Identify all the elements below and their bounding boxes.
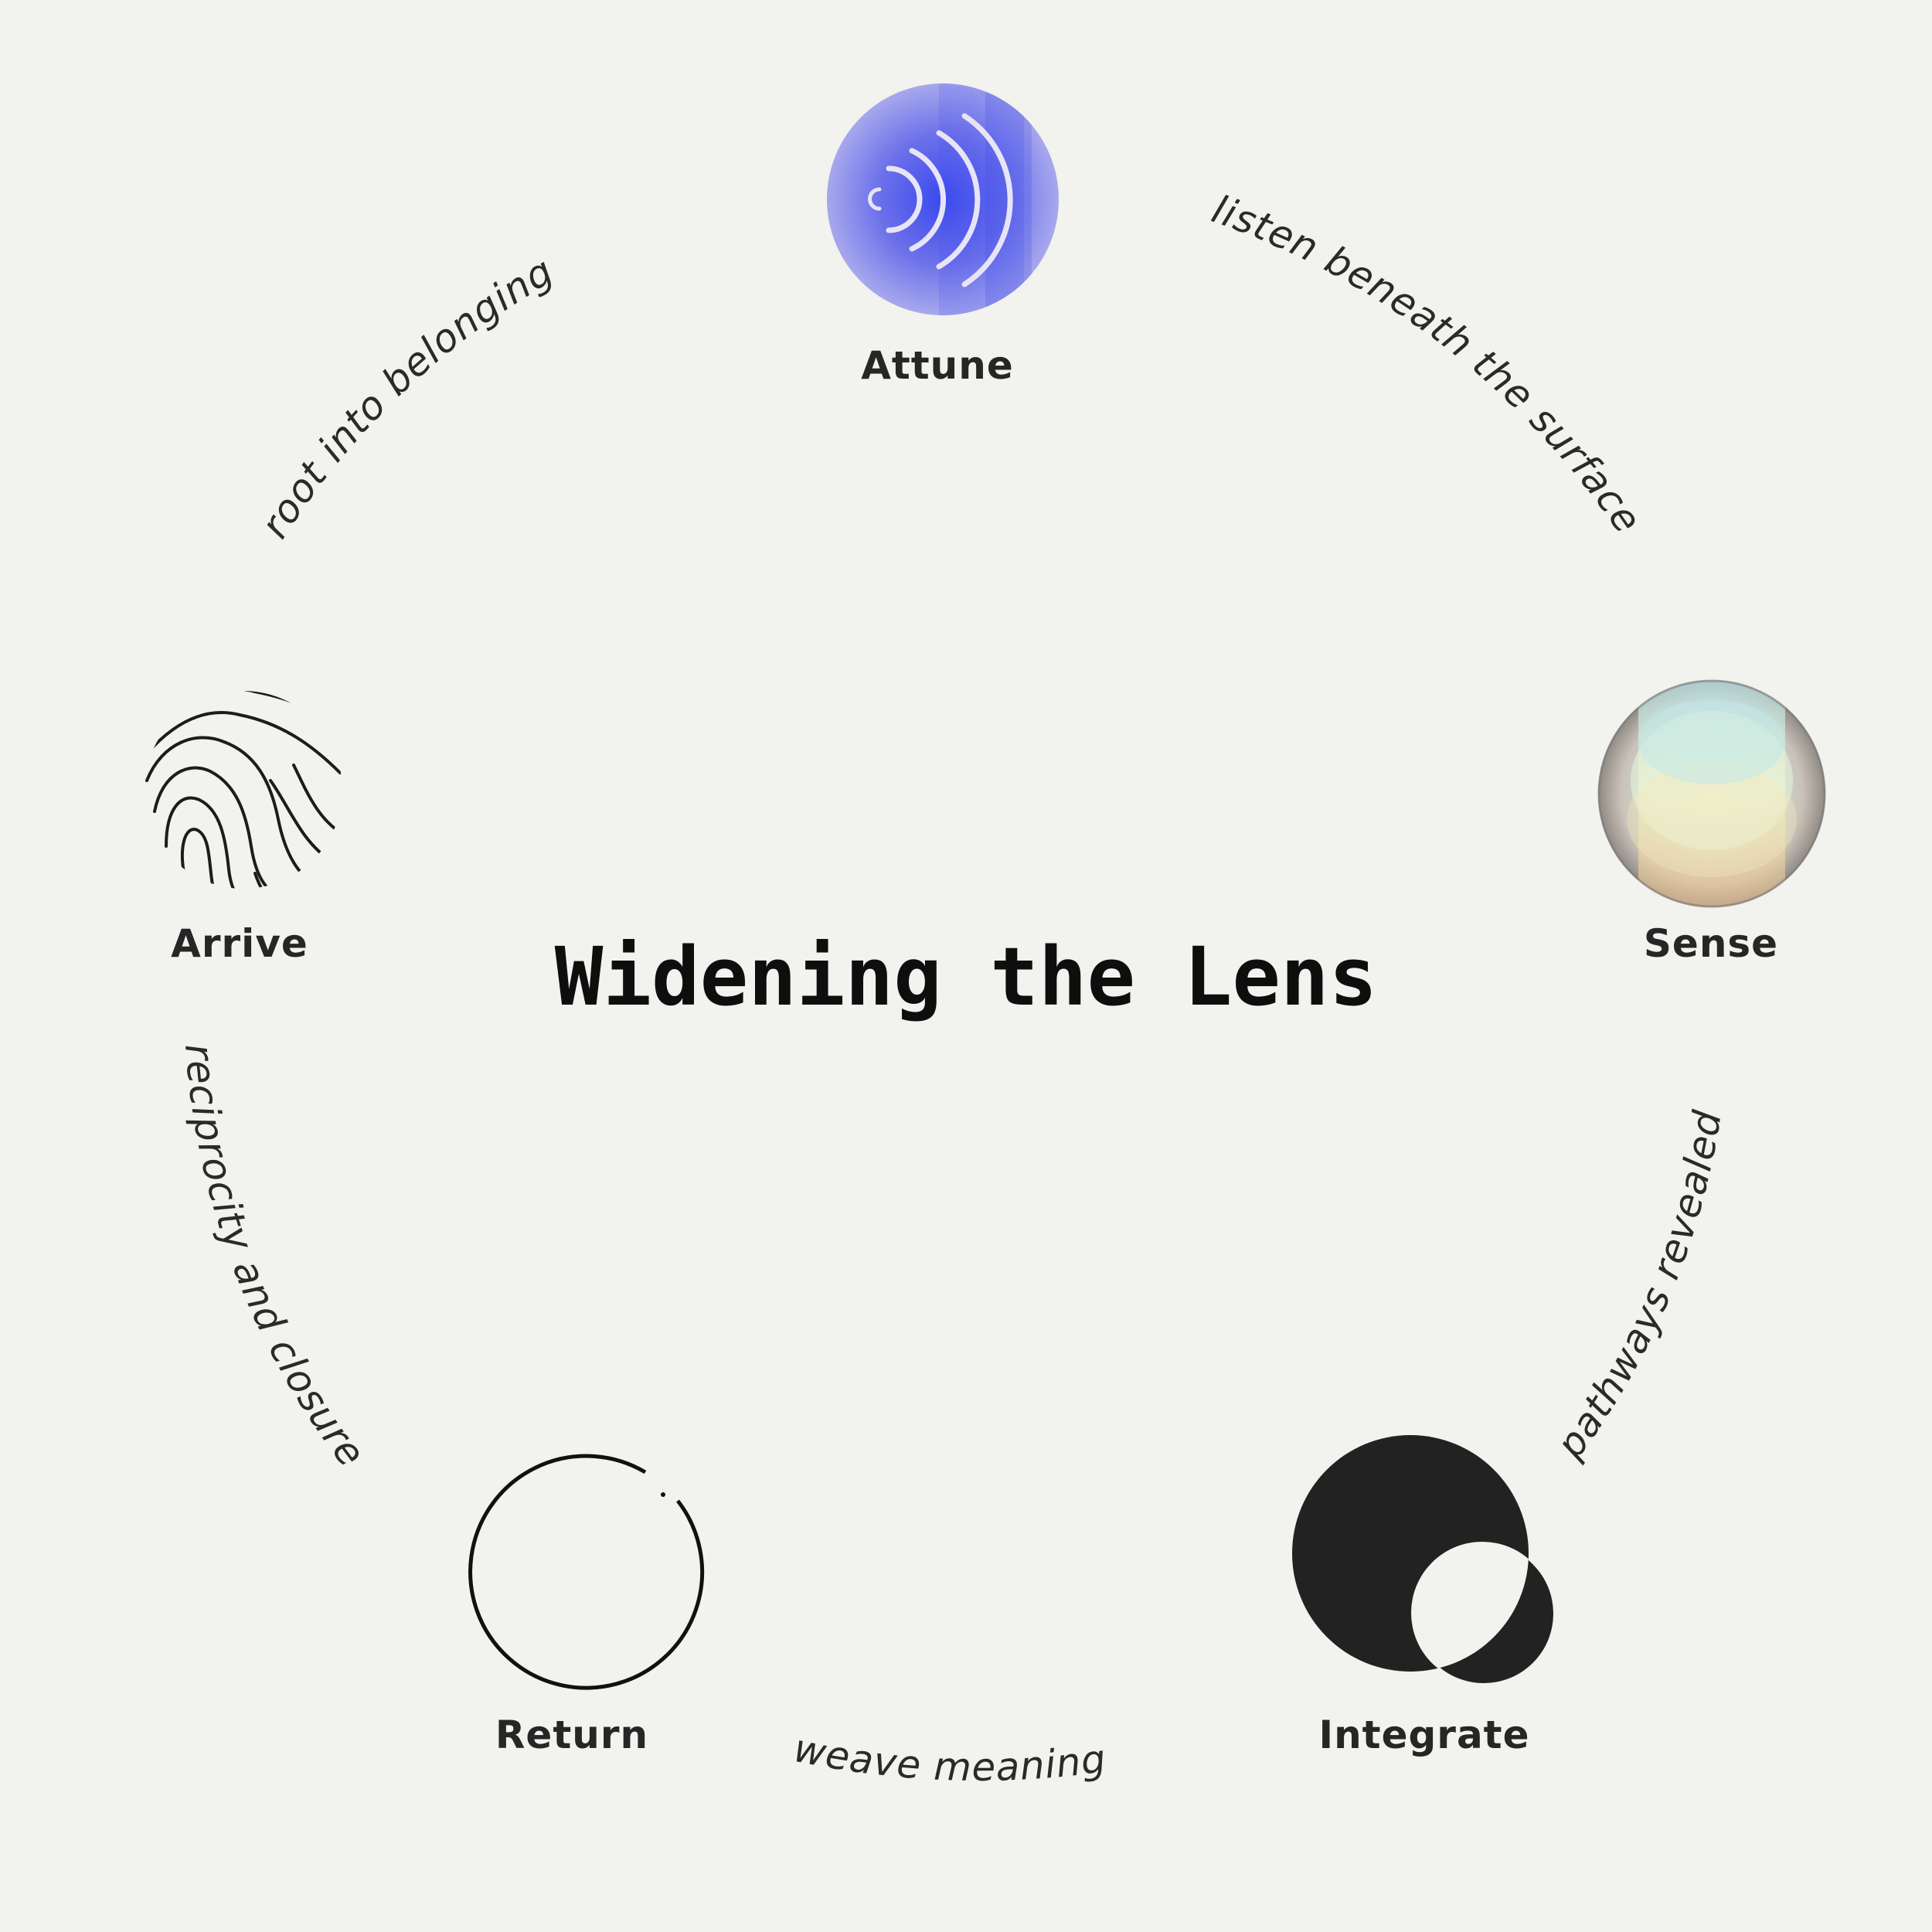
transition-weave-meaning: weave meaning <box>791 1726 1109 1790</box>
transition-label: root into belonging <box>252 248 561 546</box>
stage-label-integrate: Integrate <box>1318 1713 1529 1757</box>
stage-sense: Sense <box>1598 680 1825 966</box>
topographic-lines-icon <box>143 669 348 912</box>
stage-label-attune: Attune <box>861 343 1014 388</box>
transition-pathways-revealed: pathways revealed <box>1547 1107 1730 1467</box>
transition-listen-beneath-the-surface: listen beneath the surface <box>1206 187 1651 542</box>
transition-label: pathways revealed <box>1547 1107 1730 1467</box>
stage-label-arrive: Arrive <box>171 921 308 966</box>
stage-return: Return <box>471 1456 702 1757</box>
transition-label: listen beneath the surface <box>1206 187 1651 542</box>
stage-arrive: Arrive <box>143 669 348 966</box>
stage-integrate: Integrate <box>1292 1435 1553 1757</box>
transition-root-into-belonging: root into belonging <box>252 248 561 546</box>
diagram-title: Widening the Lens <box>555 930 1377 1024</box>
transition-label: weave meaning <box>791 1726 1109 1790</box>
sound-waves-icon <box>827 83 1059 315</box>
transition-label: reciprocity and closure <box>176 1043 374 1475</box>
open-ring-icon <box>471 1456 702 1688</box>
stage-label-return: Return <box>495 1713 648 1757</box>
transition-reciprocity-and-closure: reciprocity and closure <box>176 1043 374 1475</box>
overlapping-circles-icon <box>1292 1435 1553 1684</box>
stage-attune: Attune <box>827 83 1059 388</box>
iridescent-orb-icon <box>1598 680 1825 908</box>
stage-label-sense: Sense <box>1644 921 1778 966</box>
